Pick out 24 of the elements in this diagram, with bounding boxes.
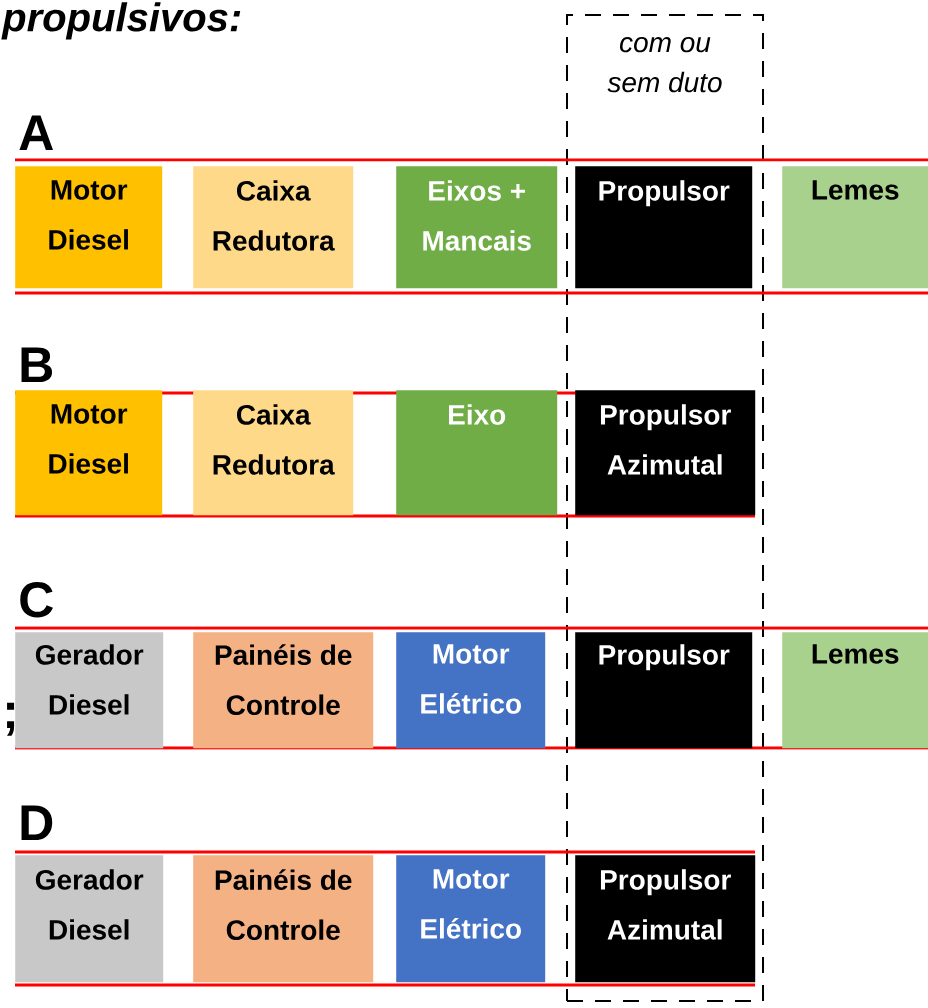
component-box: Motor Diesel [15,166,163,289]
row-letter: B [21,347,53,382]
component-box: Motor Elétrico [396,855,546,983]
component-box: Motor Diesel [15,390,163,516]
component-box: Propulsor Azimutal [575,390,756,516]
component-box: Lemes [782,166,928,289]
component-box: Eixos + Mancais [396,166,558,289]
component-box: Gerador Diesel [15,632,164,749]
component-box: Painéis de Controle [193,855,374,983]
component-box: Lemes [782,632,928,749]
component-box: Propulsor Azimutal [575,855,756,983]
component-box: Caixa Redutora [193,166,354,289]
row-letter: C [20,582,53,618]
component-box: Motor Elétrico [396,632,546,749]
component-box: Propulsor [575,166,753,289]
component-box: Painéis de Controle [193,632,374,749]
row-letter: ; [6,702,15,736]
component-box: Caixa Redutora [193,390,354,516]
component-box: Propulsor [575,632,753,749]
component-box: Gerador Diesel [15,855,164,983]
component-box: Eixo [396,390,558,516]
row-letter: D [21,805,53,840]
row-letter: A [19,115,53,150]
title: propulsivos: [1,2,241,40]
